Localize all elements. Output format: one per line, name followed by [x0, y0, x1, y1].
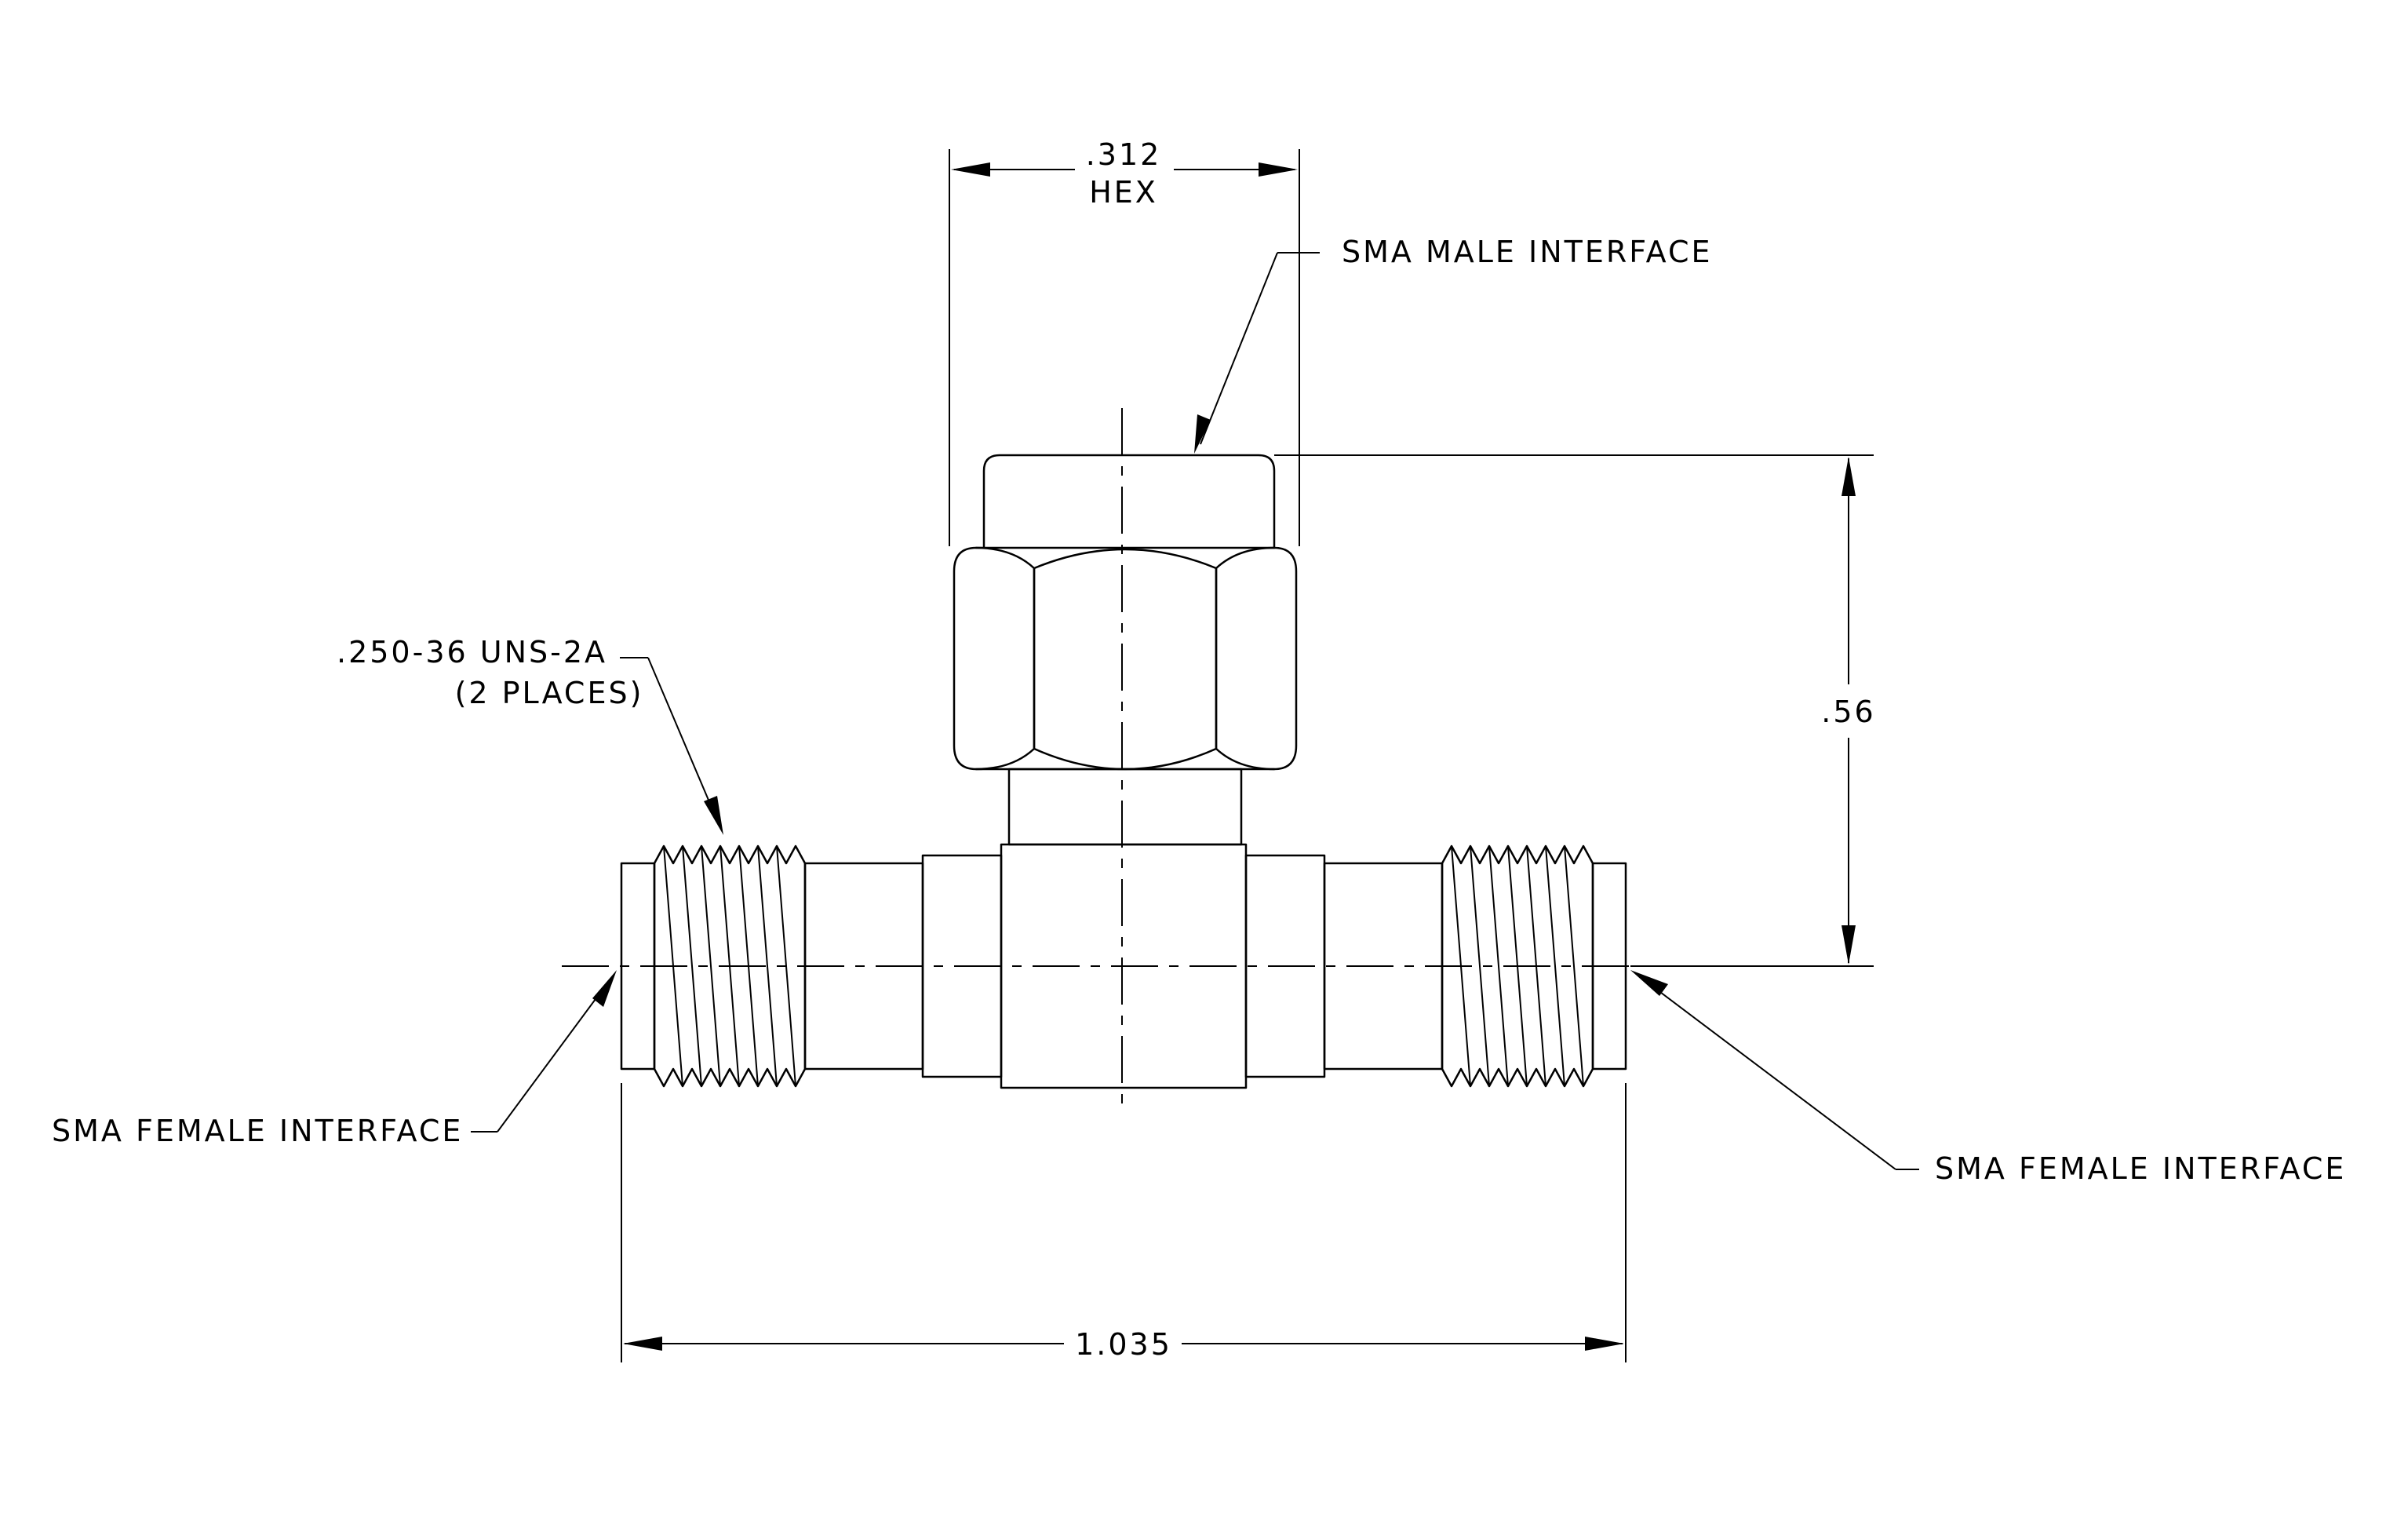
hex-label: HEX: [1089, 175, 1158, 210]
thread-places-label: (2 PLACES): [455, 676, 644, 710]
female-interface-left-callout: SMA FEMALE INTERFACE: [52, 970, 617, 1148]
thread-callout: .250-36 UNS-2A (2 PLACES): [337, 635, 723, 835]
height-dimension: .56: [1274, 454, 1875, 967]
neck: [1007, 768, 1243, 846]
thread-spec-label: .250-36 UNS-2A: [337, 635, 607, 669]
overall-length-value: 1.035: [1075, 1327, 1172, 1362]
right-thread-profile: [1441, 844, 1594, 1088]
male-coupling-nut: [953, 454, 1298, 771]
hex-center-face: [1033, 548, 1218, 771]
nut-top-cap: [982, 454, 1276, 549]
female-interface-right-callout: SMA FEMALE INTERFACE: [1630, 970, 2346, 1186]
left-thread-profile: [653, 844, 807, 1088]
overall-length-dimension: 1.035: [621, 1083, 1627, 1362]
female-interface-right-label: SMA FEMALE INTERFACE: [1935, 1151, 2346, 1186]
male-interface-label: SMA MALE INTERFACE: [1342, 235, 1713, 269]
hex-outline-right: [1215, 546, 1298, 771]
hex-outline: [953, 546, 1036, 771]
male-interface-callout: SMA MALE INTERFACE: [1194, 235, 1713, 454]
hex-width-dimension: .312 HEX: [949, 137, 1300, 546]
hex-width-value: .312: [1086, 137, 1162, 172]
female-interface-left-label: SMA FEMALE INTERFACE: [52, 1114, 463, 1148]
height-value: .56: [1821, 695, 1875, 729]
